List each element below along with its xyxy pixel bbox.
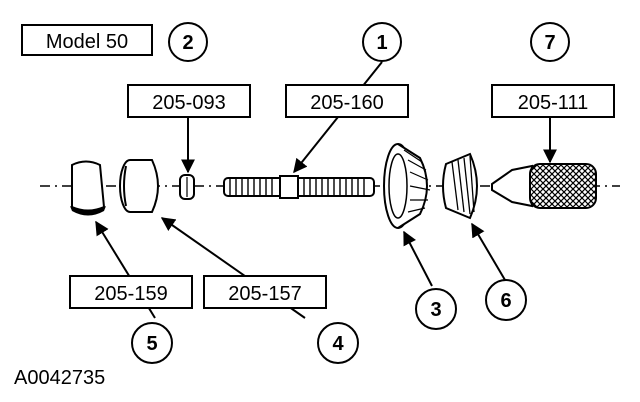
part-6-bearing-cone xyxy=(442,152,478,220)
callout-number: 1 xyxy=(376,32,387,54)
tool-label-205-160: 205-160 xyxy=(285,84,409,118)
tool-label-205-093: 205-093 xyxy=(127,84,251,118)
tool-number: 205-160 xyxy=(310,92,383,114)
callout-7: 7 xyxy=(530,22,570,62)
callout-number: 5 xyxy=(146,333,157,355)
callout-number: 4 xyxy=(332,333,344,355)
callout-3: 3 xyxy=(415,288,457,330)
callout-1: 1 xyxy=(362,22,402,62)
callout-number: 2 xyxy=(182,32,193,54)
callout-number: 6 xyxy=(500,290,511,312)
part-5-sleeve xyxy=(70,160,106,216)
callout-number: 7 xyxy=(544,32,555,54)
tool-number: 205-159 xyxy=(94,283,167,305)
callout-2: 2 xyxy=(168,22,208,62)
tool-label-205-111: 205-111 xyxy=(491,84,615,118)
leader-arrow-6 xyxy=(471,222,506,281)
part-3-bearing-cup xyxy=(383,143,431,229)
part-1-threaded-rod xyxy=(223,175,375,199)
callout-4: 4 xyxy=(317,322,359,364)
tool-label-205-159: 205-159 xyxy=(69,275,193,309)
leader-arrow-3 xyxy=(403,230,433,287)
model-label: Model 50 xyxy=(46,31,128,53)
part-7-knurled-handle xyxy=(491,163,597,209)
tool-label-205-157: 205-157 xyxy=(203,275,327,309)
figure-id: A0042735 xyxy=(14,367,105,389)
model-label-box: Model 50 xyxy=(21,24,153,56)
callout-6: 6 xyxy=(485,279,527,321)
callout-5: 5 xyxy=(131,322,173,364)
callout-number: 3 xyxy=(430,299,441,321)
part-2-ring xyxy=(179,174,195,200)
part-4-collar xyxy=(119,159,159,213)
tool-number: 205-111 xyxy=(518,92,588,114)
tool-number: 205-093 xyxy=(152,92,225,114)
tool-number: 205-157 xyxy=(228,283,301,305)
